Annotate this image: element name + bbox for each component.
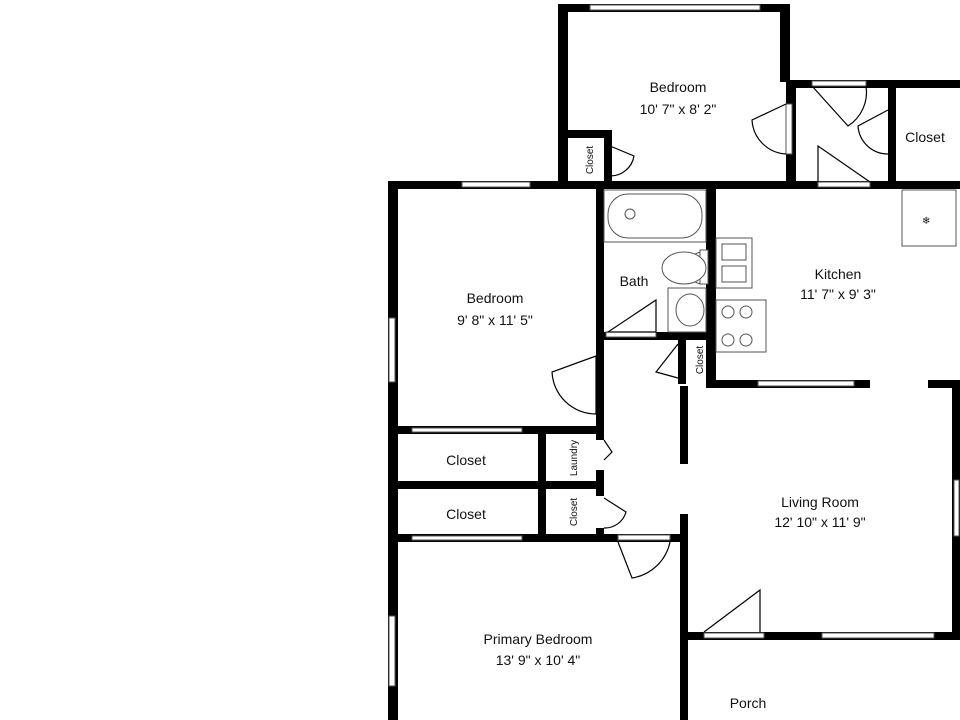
room-name-bedroom-left: Bedroom <box>467 290 524 306</box>
closet-label-hall-small: Closet <box>569 498 580 527</box>
laundry-label: Laundry <box>569 440 580 476</box>
cooktop-icon <box>715 299 767 353</box>
room-name-bath: Bath <box>620 273 649 289</box>
sink-icon <box>675 293 705 327</box>
fixtures: ❄ <box>603 189 957 353</box>
room-name-living-room: Living Room <box>781 494 859 510</box>
room-size-primary-bedroom: 13' 9" x 10' 4" <box>496 652 581 668</box>
room-name-primary-bedroom: Primary Bedroom <box>484 631 593 647</box>
labels: Bedroom 10' 7" x 8' 2" Bedroom 9' 8" x 1… <box>446 79 945 711</box>
room-name-kitchen: Kitchen <box>815 266 862 282</box>
closet-label-top-right: Closet <box>905 129 945 145</box>
room-size-living-room: 12' 10" x 11' 9" <box>774 514 865 530</box>
room-size-kitchen: 11' 7" x 9' 3" <box>800 286 876 302</box>
closet-label-small-top: Closet <box>585 146 596 175</box>
closet-label-kitchen-side: Closet <box>695 346 706 375</box>
room-name-bedroom-top: Bedroom <box>650 79 707 95</box>
refrigerator-icon: ❄ <box>901 189 957 247</box>
svg-text:❄: ❄ <box>922 216 930 227</box>
windows <box>388 4 960 687</box>
room-size-bedroom-top: 10' 7" x 8' 2" <box>640 101 717 117</box>
closet-label-hall-upper: Closet <box>446 452 486 468</box>
closet-label-hall-lower: Closet <box>446 506 486 522</box>
room-size-bedroom-left: 9' 8" x 11' 5" <box>457 312 533 328</box>
room-name-porch: Porch <box>730 695 767 711</box>
doors <box>551 85 889 633</box>
